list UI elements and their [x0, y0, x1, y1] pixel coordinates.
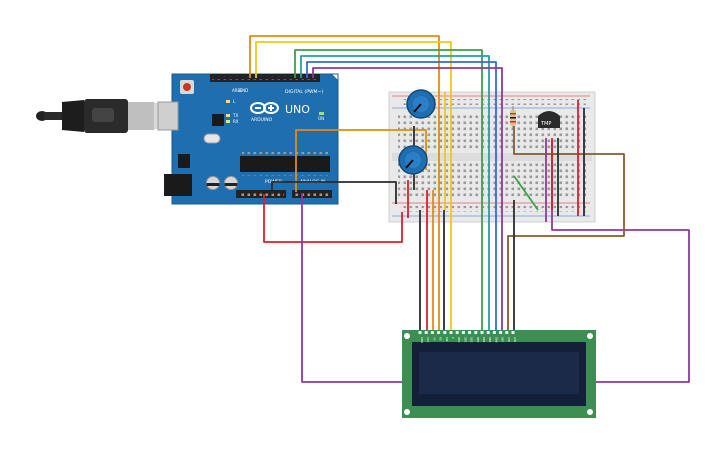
wire-teal-top[interactable] — [300, 55, 490, 332]
wire-green-diagonal[interactable] — [513, 175, 539, 211]
lcd-pin[interactable] — [505, 331, 509, 334]
wire-yellow-top[interactable] — [255, 41, 452, 332]
lcd-pin-label: DB1 — [463, 337, 467, 343]
lcd-pin-label: DB4 — [482, 337, 486, 343]
digital-header-label: DIGITAL (PWM~) — [285, 89, 323, 95]
lcd-pin-label: LED — [513, 337, 517, 342]
board-model: UNO — [285, 103, 310, 116]
microcontroller-chip — [240, 156, 330, 172]
wire-red-power[interactable] — [263, 194, 403, 243]
lcd-pin-header — [418, 331, 515, 334]
gnd-label: GND — [239, 88, 248, 93]
lcd-pin-label: LED — [507, 337, 511, 342]
lcd-pin-label: DB2 — [470, 337, 474, 343]
aref-label: AREF — [232, 88, 243, 93]
lcd-pin[interactable] — [474, 331, 478, 334]
breadboard[interactable] — [388, 91, 596, 223]
lcd-pin[interactable] — [418, 331, 422, 334]
temperature-sensor[interactable]: TMP — [538, 111, 560, 128]
sensor-label: TMP — [540, 121, 551, 127]
lcd-pin-label: DB6 — [494, 337, 498, 343]
lcd-pin-label: GND — [420, 337, 424, 343]
usb-cable[interactable] — [36, 99, 172, 133]
lcd-pin[interactable] — [455, 331, 459, 334]
wire-orange-top[interactable] — [249, 35, 440, 332]
lcd-pin-label: DB5 — [488, 337, 492, 343]
on-led — [319, 112, 324, 115]
lcd-pin-label: DB3 — [476, 337, 480, 343]
wire-purple-top[interactable] — [312, 67, 503, 332]
lcd-pin-label: E — [451, 337, 455, 339]
wire-black-gnd[interactable] — [271, 181, 397, 204]
lcd-pin[interactable] — [461, 331, 465, 334]
lcd-pin[interactable] — [468, 331, 472, 334]
lcd-pin[interactable] — [437, 331, 441, 334]
tx-label: TX — [232, 113, 238, 118]
lcd-pin-label: VCC — [426, 337, 430, 343]
l-label: L — [233, 99, 236, 104]
wire-purple-analog[interactable] — [301, 194, 402, 383]
board-brand: ARDUINO — [251, 117, 273, 123]
wire-green-top[interactable] — [294, 49, 483, 332]
lcd-pin[interactable] — [443, 331, 447, 334]
reset-button[interactable] — [183, 83, 191, 91]
tx-led — [226, 114, 230, 117]
lcd-pin-label: V0 — [432, 337, 436, 341]
rx-label: RX — [233, 119, 239, 124]
lcd-pin[interactable] — [449, 331, 453, 334]
on-label: ON — [318, 116, 324, 121]
l-led — [226, 100, 230, 103]
lcd-pin[interactable] — [430, 331, 434, 334]
lcd-pin-label: DB7 — [501, 337, 505, 343]
potentiometer-bottom[interactable] — [398, 145, 428, 175]
arduino-logo-icon — [250, 102, 279, 114]
potentiometer-top[interactable] — [406, 89, 436, 119]
wire-blue-top[interactable] — [306, 61, 497, 332]
arduino-uno-board[interactable]: DIGITAL (PWM~) AREF GND UNO ARDUINO L TX… — [157, 73, 339, 205]
lcd-pin[interactable] — [486, 331, 490, 334]
wire-orange-analog[interactable] — [295, 129, 427, 192]
lcd-pin[interactable] — [424, 331, 428, 334]
wire-brown[interactable] — [507, 126, 625, 332]
lcd-pin[interactable] — [499, 331, 503, 334]
lcd-pin[interactable] — [511, 331, 515, 334]
lcd-pin-label: RS — [439, 337, 443, 341]
lcd-screen — [419, 352, 579, 394]
lcd-pin[interactable] — [480, 331, 484, 334]
rx-led — [226, 120, 230, 123]
lcd-pin-label: RW — [445, 337, 449, 342]
lcd-pin-label: DB0 — [457, 337, 461, 343]
lcd-pin[interactable] — [492, 331, 496, 334]
resistor[interactable] — [510, 106, 516, 130]
